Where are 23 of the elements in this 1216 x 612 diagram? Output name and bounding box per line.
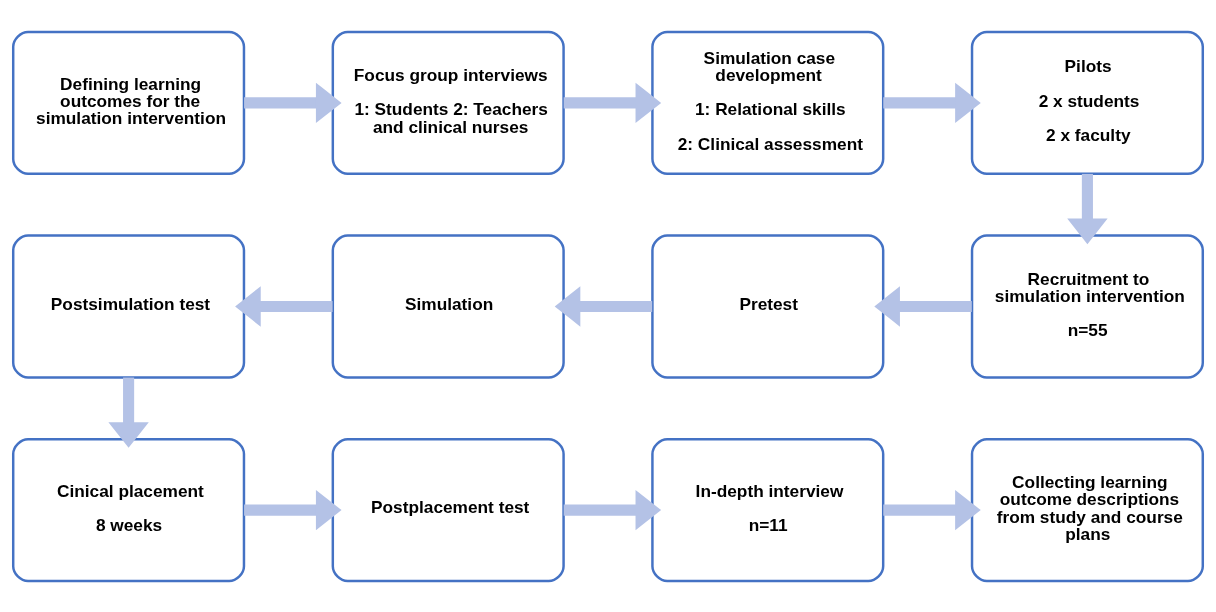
- node-box: Recruitment to simulation intervention n=55: [970, 233, 1205, 379]
- node-box: Pretest: [651, 233, 885, 379]
- arrow: [563, 82, 662, 123]
- arrow: [244, 82, 342, 123]
- arrow: [108, 377, 149, 448]
- node-box: In-depth interview n=11: [651, 437, 885, 582]
- arrow: [883, 82, 981, 123]
- arrow: [874, 285, 972, 327]
- node-box: Pilots 2 x students 2 x faculty: [970, 30, 1205, 175]
- arrow: [554, 285, 653, 327]
- node-box: Focus group interviews 1: Students 2: Teachers and clinical nurses: [331, 30, 565, 175]
- node-box: Postsimulation test: [11, 233, 246, 379]
- arrow: [235, 285, 333, 327]
- arrow: [1067, 173, 1108, 244]
- arrow: [244, 489, 342, 530]
- arrow: [563, 489, 662, 530]
- node-box: Collecting learning outcome descriptions from study and course plans: [970, 437, 1205, 582]
- node-box: Cinical placement 8 weeks: [11, 437, 246, 582]
- node-box: Postplacement test: [331, 437, 565, 582]
- node-box: Simulation case development 1: Relational skills 2: Clinical assessment: [651, 30, 885, 175]
- node-box: Defining learning outcomes for the simulation intervention: [11, 30, 246, 175]
- arrow: [883, 489, 981, 530]
- node-box: Simulation: [331, 233, 565, 379]
